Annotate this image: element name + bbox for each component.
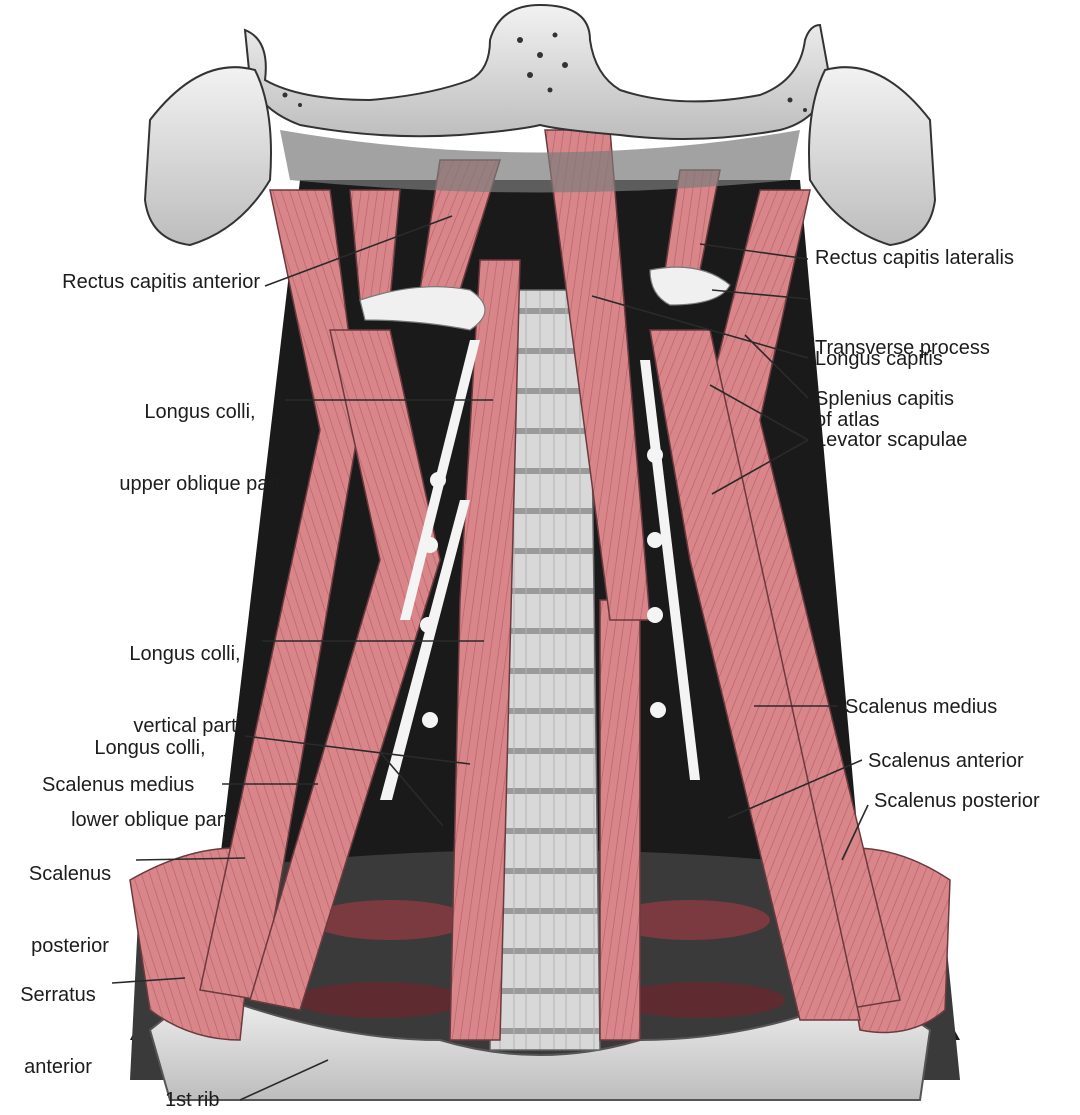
leader-scalenus-posterior-right xyxy=(841,804,869,861)
leader-levator-scapulae-2 xyxy=(711,439,809,495)
leader-serratus-anterior xyxy=(111,977,186,984)
inner-rib-right xyxy=(610,900,770,940)
inner-rib-left xyxy=(310,900,470,940)
label-longus-colli-lower: Longus colli, lower oblique part xyxy=(50,688,250,856)
inner-rib-left-2 xyxy=(295,982,465,1018)
skull-shadow xyxy=(280,130,800,193)
tubercle-right-1 xyxy=(647,447,663,463)
label-longus-capitis: Longus capitis xyxy=(815,348,943,370)
inner-rib-right-2 xyxy=(615,982,785,1018)
label-serratus-anterior-line2: anterior xyxy=(24,1056,92,1078)
label-levator-scapulae: Levator scapulae xyxy=(815,429,968,451)
label-serratus-anterior-line1: Serratus xyxy=(20,984,96,1006)
label-transverse-process-line2: of atlas xyxy=(815,409,880,431)
temporal-bone-left xyxy=(143,66,272,247)
skull-base xyxy=(243,3,832,140)
label-longus-colli-upper-line2: upper oblique part xyxy=(119,473,281,495)
leader-lines xyxy=(111,215,869,1101)
longus-colli-right xyxy=(599,599,641,1041)
leader-scalenus-anterior-right xyxy=(727,759,863,819)
leader-scalenus-posterior-left xyxy=(135,857,246,861)
label-first-rib: 1st rib xyxy=(165,1089,220,1111)
label-longus-colli-lower-line1: Longus colli, xyxy=(94,737,206,759)
tubercle-right-2 xyxy=(647,532,663,548)
label-longus-colli-upper-line1: Longus colli, xyxy=(144,401,256,423)
label-rectus-capitis-lateralis: Rectus capitis lateralis xyxy=(815,247,1014,269)
atlas-transverse-right xyxy=(649,266,731,306)
leader-rectus-capitis-anterior xyxy=(264,215,453,287)
atlas-transverse-left xyxy=(359,286,486,331)
label-longus-colli-lower-line2: lower oblique part xyxy=(71,809,229,831)
longus-colli-left xyxy=(449,259,521,1041)
tubercle-right-4 xyxy=(650,702,666,718)
leader-first-rib xyxy=(239,1059,329,1101)
label-rectus-capitis-anterior: Rectus capitis anterior xyxy=(62,271,260,293)
tubercle-right-3 xyxy=(647,607,663,623)
tubercle-left-2 xyxy=(422,537,438,553)
label-splenius-capitis: Splenius capitis xyxy=(815,388,954,410)
label-longus-colli-vertical: Longus colli, vertical part xyxy=(110,594,260,762)
tendon-left-2 xyxy=(380,500,470,800)
leader-longus-colli-lower-1 xyxy=(244,735,471,765)
leader-splenius-capitis xyxy=(744,334,809,399)
label-longus-colli-vertical-line2: vertical part xyxy=(133,715,237,737)
label-longus-colli-upper: Longus colli, upper oblique part xyxy=(100,352,300,520)
label-scalenus-anterior-right: Scalenus anterior xyxy=(868,750,1024,772)
label-scalenus-posterior-left: Scalenus posterior xyxy=(15,814,125,982)
tubercle-left-3 xyxy=(420,617,436,633)
scalenus-anterior-left-shape xyxy=(249,329,441,1011)
label-transverse-process: Transverse process of atlas xyxy=(815,288,990,456)
bone-porosity xyxy=(282,32,807,112)
label-longus-colli-vertical-line1: Longus colli, xyxy=(129,643,241,665)
leader-levator-scapulae-1 xyxy=(709,384,809,441)
tendon-right-1 xyxy=(640,360,700,780)
temporal-bone-right xyxy=(808,66,937,247)
label-scalenus-posterior-left-line1: Scalenus xyxy=(28,863,112,885)
label-scalenus-medius-left: Scalenus medius xyxy=(42,774,195,796)
label-scalenus-posterior-left-line2: posterior xyxy=(31,935,109,957)
label-transverse-process-line1: Transverse process xyxy=(815,337,990,359)
tubercle-left-4 xyxy=(422,712,438,728)
label-scalenus-posterior-right: Scalenus posterior xyxy=(874,790,1040,812)
leader-longus-colli-lower-2 xyxy=(379,751,444,827)
leader-rectus-capitis-lateralis xyxy=(699,243,809,260)
label-scalenus-medius-right: Scalenus medius xyxy=(845,696,998,718)
leader-transverse-process xyxy=(711,289,809,300)
tubercle-left-1 xyxy=(430,472,446,488)
leader-longus-capitis xyxy=(591,295,809,359)
label-serratus-anterior: Serratus anterior xyxy=(8,935,108,1103)
